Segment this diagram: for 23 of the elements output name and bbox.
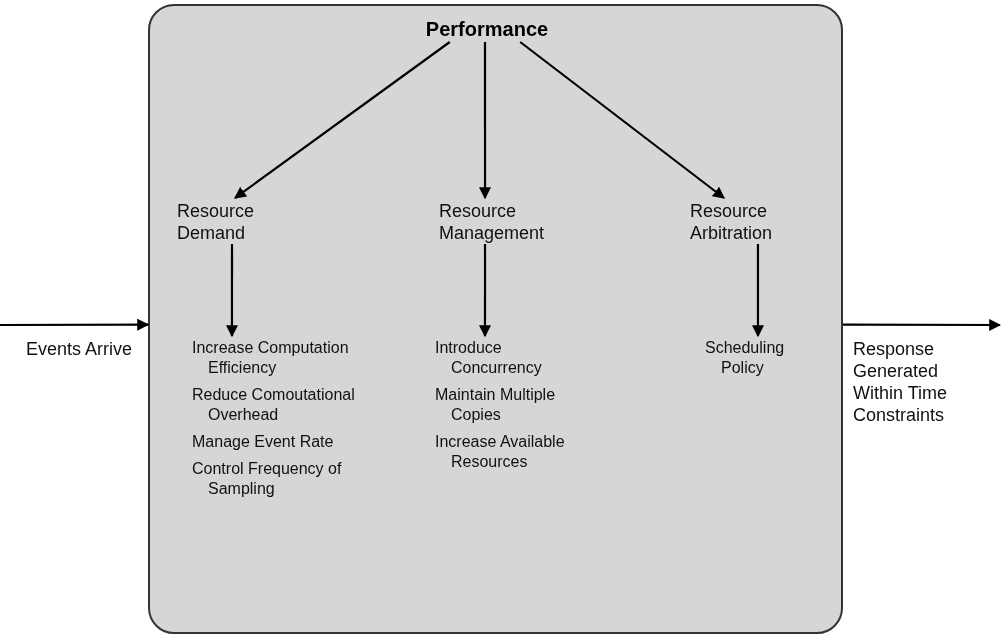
category-label: Resource Demand [177, 200, 256, 244]
tactic-text: Control Frequency of Sampling [192, 459, 343, 499]
arrow [0, 318, 150, 331]
arrow [234, 41, 451, 199]
tactic-text: Maintain Multiple Copies [435, 385, 557, 425]
tactic-text: Reduce Comoutational Overhead [192, 385, 356, 425]
tactic-text: Increase Available Resources [435, 432, 566, 472]
tactic-text: Increase Computation Efficiency [192, 338, 350, 378]
arrow [479, 244, 491, 338]
tactic-text: Scheduling Policy [705, 338, 786, 378]
container-box [148, 4, 843, 634]
arrow [519, 41, 725, 199]
arrow [752, 244, 764, 338]
heading: Performance [424, 17, 550, 42]
arrow [479, 42, 491, 200]
category-label: Resource Arbitration [690, 200, 774, 244]
category-label: Resource Management [439, 200, 546, 244]
io-label: Response Generated Within Time Constraints [853, 338, 949, 426]
arrow [843, 319, 1001, 331]
io-label: Events Arrive [26, 338, 134, 360]
tactic-text: Introduce Concurrency [435, 338, 543, 378]
arrow [226, 244, 238, 338]
tactic-text: Manage Event Rate [192, 432, 335, 452]
